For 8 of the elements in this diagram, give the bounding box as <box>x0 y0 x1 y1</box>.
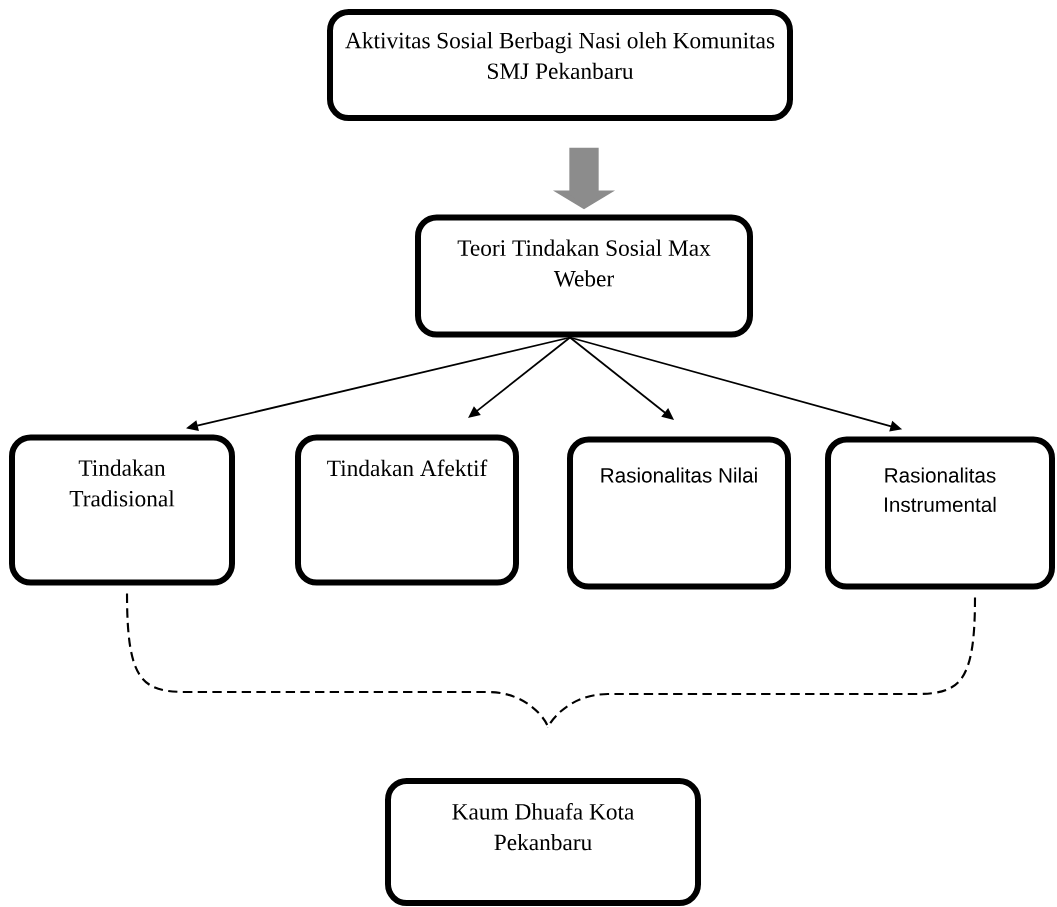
process-box: Rasionalitas Nilai <box>567 436 791 590</box>
process-box: Aktivitas Sosial Berbagi Nasi oleh Komunitas SMJ Pekanbaru <box>327 9 793 121</box>
arrow <box>468 336 571 418</box>
process-box: Rasionalitas Instrumental <box>825 436 1055 590</box>
process-box: Tindakan Tradisional <box>9 434 235 586</box>
process-box: Kaum Dhuafa Kota Pekanbaru <box>385 778 701 906</box>
process-box: Teori Tindakan Sosial Max Weber <box>415 214 753 338</box>
process-box: Tindakan Afektif <box>295 434 519 586</box>
